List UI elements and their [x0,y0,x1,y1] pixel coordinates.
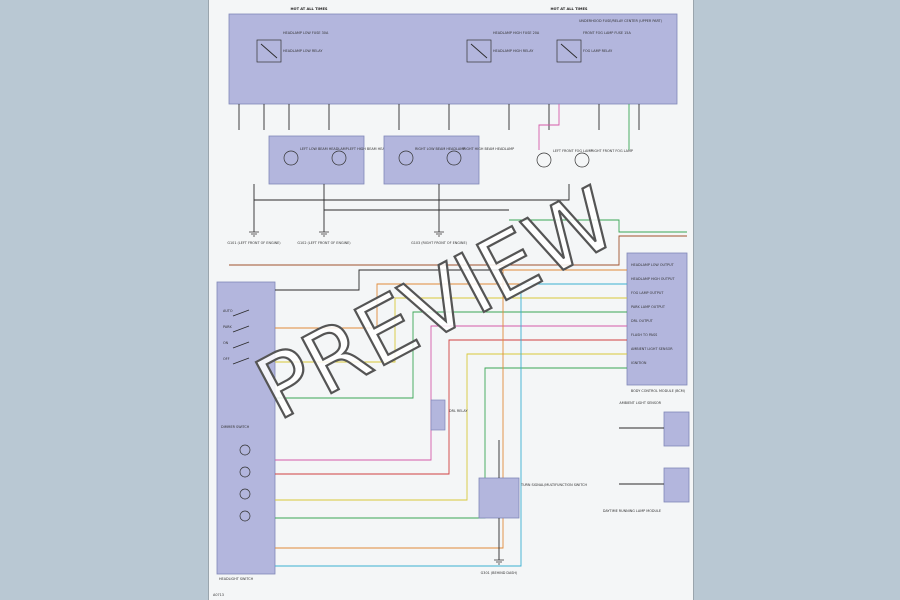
mid-relay-label: DRL RELAY [449,409,468,413]
wiring-diagram: UNDERHOOD FUSE/RELAY CENTER (UPPER PART)… [213,7,690,597]
sheet-code: A0713 [213,593,224,597]
bcm-pin-5: FLASH TO PASS [631,333,657,337]
harness-wire-0 [275,269,627,291]
lamp-label-0-0: LEFT LOW BEAM HEADLAMP [300,147,348,151]
bcm-pin-6: AMBIENT LIGHT SENSOR [631,347,673,351]
fog-lamp-label-0: LEFT FRONT FOG LAMP [553,149,592,153]
ground-symbol-0 [249,231,259,237]
relay-coil-0 [256,39,282,63]
lamp-housing-1 [383,135,480,185]
harness-wire-3 [275,311,627,399]
bcm-pin-1: HEADLAMP HIGH OUTPUT [631,277,676,281]
bcm-pin-0: HEADLAMP LOW OUTPUT [631,263,675,267]
bcm-pin-7: IGNITION [631,361,647,365]
switch-position-3: OFF [223,357,230,361]
switch-contact-3 [232,357,250,365]
bottom-ground-label: G301 (BEHIND DASH) [481,571,518,575]
sensor-box-2 [663,467,690,503]
hot-label-left: HOT AT ALL TIMES [291,7,328,11]
relay-coil-1 [466,39,492,63]
top-module-title: UNDERHOOD FUSE/RELAY CENTER (UPPER PART) [579,19,663,23]
relay-label-1: HEADLAMP HIGH RELAY [493,49,534,53]
ground-label-1: G102 (LEFT FRONT OF ENGINE) [297,241,351,245]
switch-position-2: ON [223,341,229,345]
fuse-label-2: FRONT FOG LAMP FUSE 15A [583,31,631,35]
bottom-switch-box [478,477,520,519]
relay-switch-0 [260,43,278,59]
lamp-label-0-1: LEFT HIGH BEAM HEADLAMP [348,147,397,151]
switch-contact-0 [232,309,250,317]
relay-switch-2 [560,43,578,59]
indicator-lamp-1 [239,466,251,478]
lamp-bulb-0-0 [283,150,299,166]
lamp-bulb-1-1 [446,150,462,166]
relay-coil-2 [556,39,582,63]
right-module-bcm [626,252,688,386]
long-brown-wire [229,235,687,266]
sensor-label-1: DAYTIME RUNNING LAMP MODULE [603,509,661,513]
relay-label-2: FOG LAMP RELAY [583,49,613,53]
ground-symbol-2 [434,231,444,237]
ground-label-2: G103 (RIGHT FRONT OF ENGINE) [411,241,468,245]
fog-lamp-bulb-0 [536,152,552,168]
harness-wire-2 [275,297,627,363]
schematic-sheet: UNDERHOOD FUSE/RELAY CENTER (UPPER PART)… [208,0,694,600]
fog-lamp-label-1: RIGHT FRONT FOG LAMP [591,149,633,153]
harness-wire-4 [275,325,627,461]
bcm-title: BODY CONTROL MODULE (BCM) [631,389,686,393]
harness-wire-7 [275,367,627,519]
lamp-label-1-0: RIGHT LOW BEAM HEADLAMP [415,147,465,151]
bcm-pin-4: DRL OUTPUT [631,319,654,323]
indicator-lamp-0 [239,444,251,456]
lamp-label-1-1: RIGHT HIGH BEAM HEADLAMP [463,147,514,151]
relay-label-0: HEADLAMP LOW RELAY [283,49,323,53]
harness-wire-9 [275,283,627,567]
fog-lamp-bulb-1 [574,152,590,168]
fuse-label-1: HEADLAMP HIGH FUSE 20A [493,31,540,35]
lamp-housing-0 [268,135,365,185]
harness-wire-5 [275,339,627,475]
mid-relay [430,399,446,431]
headlight-switch-box [216,281,276,575]
indicator-lamp-2 [239,488,251,500]
sensor-box-1 [663,411,690,447]
top-fuse-relay-center [228,13,678,105]
switch-contact-2 [232,341,250,349]
hot-label-right: HOT AT ALL TIMES [551,7,588,11]
ground-symbol-1 [319,231,329,237]
ground-bus [254,184,570,201]
bottom-box-label: TURN SIGNAL/MULTIFUNCTION SWITCH [520,483,588,487]
harness-wire-6 [275,353,627,501]
bcm-pin-3: PARK LAMP OUTPUT [631,305,666,309]
fog-pink-wire [538,104,560,150]
relay-switch-1 [470,43,488,59]
switch-contact-1 [232,325,250,333]
switch-title: HEADLIGHT SWITCH [219,577,254,581]
harness-wire-1 [275,283,627,329]
lamp-bulb-1-0 [398,150,414,166]
harness-wire-8 [275,269,627,549]
sensor-label-0: AMBIENT LIGHT SENSOR [619,401,661,405]
lamp-bulb-0-1 [331,150,347,166]
indicator-lamp-3 [239,510,251,522]
fuse-label-0: HEADLAMP LOW FUSE 30A [283,31,329,35]
switch-position-1: PARK [223,325,233,329]
ground-label-0: G101 (LEFT FRONT OF ENGINE) [227,241,281,245]
long-green-wire [509,219,687,233]
dimmer-title: DIMMER SWITCH [221,425,250,429]
switch-position-0: AUTO [223,309,233,313]
bottom-ground-symbol [494,559,504,565]
bcm-pin-2: FOG LAMP OUTPUT [631,291,664,295]
